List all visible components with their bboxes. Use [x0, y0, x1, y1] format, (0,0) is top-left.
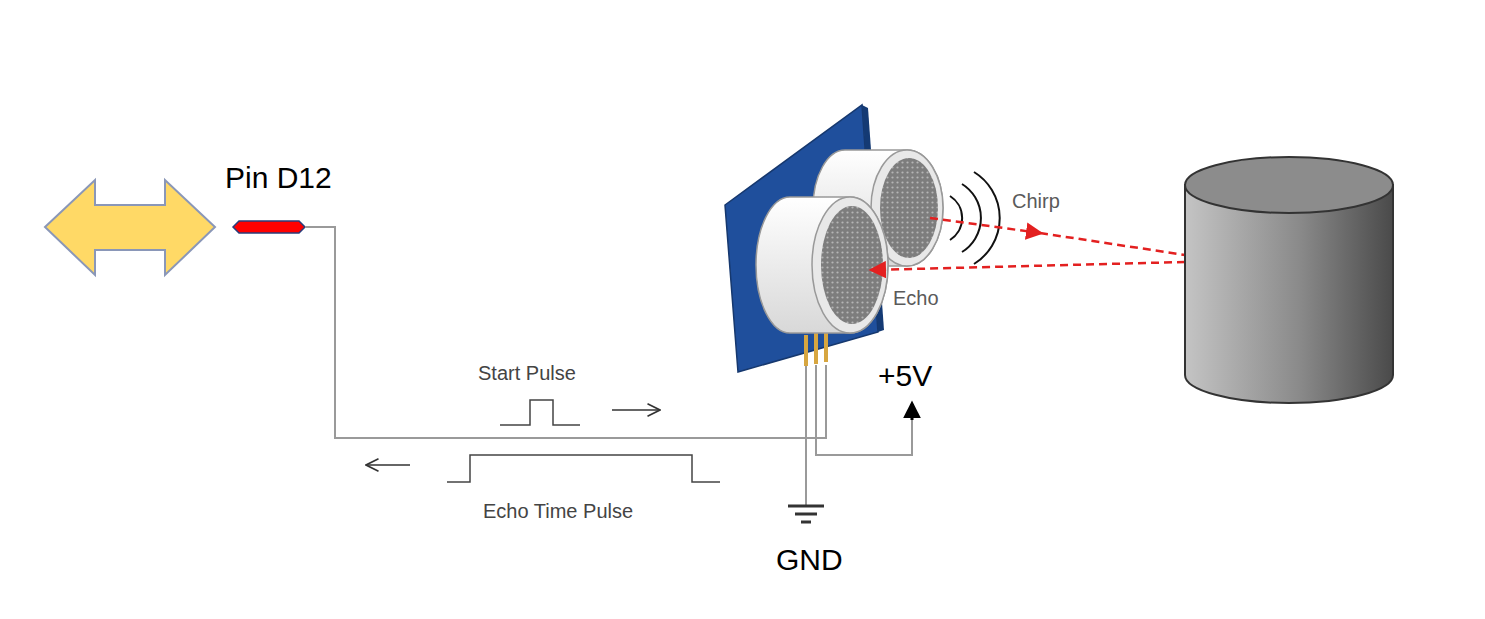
label: Start Pulse: [478, 363, 576, 383]
target-object: [1185, 157, 1393, 403]
chirp-waves: [950, 172, 1000, 264]
label: Chirp: [1012, 191, 1060, 211]
label: GND: [776, 545, 843, 575]
io-arrow: [45, 180, 215, 275]
ground-symbol: [788, 506, 824, 522]
pin-d12: [233, 221, 305, 233]
label: Echo Time Pulse: [483, 501, 633, 521]
ultrasonic-sensor: [725, 105, 943, 372]
label: Pin D12: [225, 163, 332, 193]
label: Echo: [893, 288, 939, 308]
ground-wire: [805, 365, 807, 505]
sound-path: [872, 218, 1185, 270]
start-arrow: [612, 409, 660, 411]
start-pulse: [500, 400, 580, 425]
echo-pulse: [447, 455, 720, 482]
echo-arrow: [366, 464, 410, 466]
label: +5V: [878, 361, 932, 391]
power-arrow: [911, 404, 914, 420]
